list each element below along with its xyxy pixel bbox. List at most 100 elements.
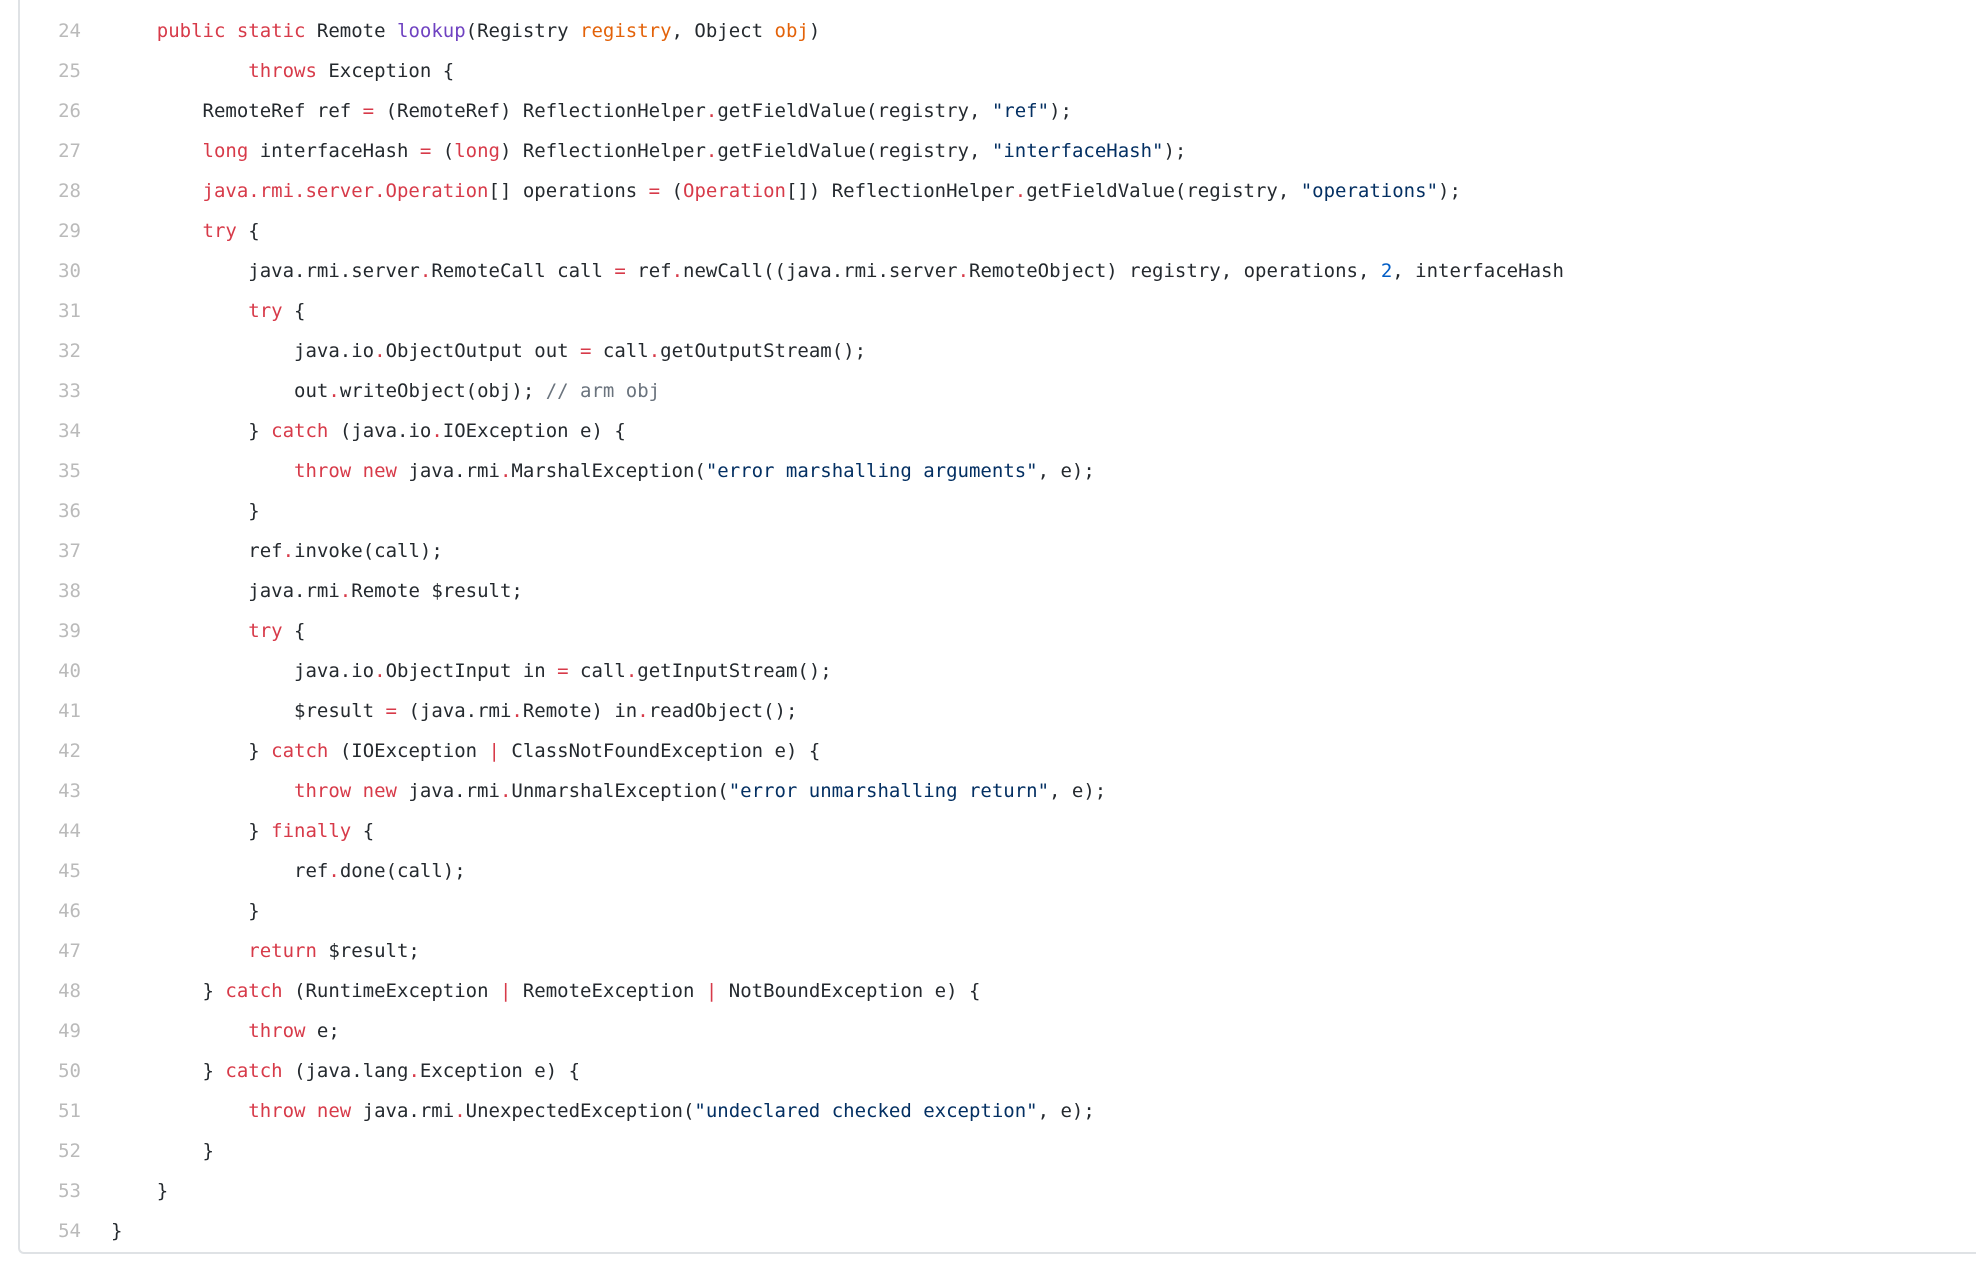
line-code: } catch (IOException | ClassNotFoundExce… [111,731,820,771]
line-number[interactable]: 45 [58,860,81,882]
code-viewer: 24 public static Remote lookup(Registry … [18,0,1976,1254]
line-number[interactable]: 30 [58,260,81,282]
line-code: RemoteRef ref = (RemoteRef) ReflectionHe… [111,91,1072,131]
line-code: } catch (java.io.IOException e) { [111,411,626,451]
code-token: newCall((java.rmi.server [683,260,958,282]
line-number[interactable]: 37 [58,540,81,562]
line-code: throw new java.rmi.UnmarshalException("e… [111,771,1106,811]
code-token: RemoteObject) registry, operations, [969,260,1381,282]
line-number[interactable]: 27 [58,140,81,162]
line-code: throws Exception { [111,51,454,91]
keyword-token: try [248,620,283,642]
line-code: $result = (java.rmi.Remote) in.readObjec… [111,691,797,731]
line-number[interactable]: 42 [58,740,81,762]
keyword-token: throw new [294,460,397,482]
code-token: java.io [294,660,375,682]
line-number[interactable]: 34 [58,420,81,442]
operator-token: . [637,700,649,722]
line-number[interactable]: 32 [58,340,81,362]
code-token: } [202,1140,214,1162]
code-token: ) [808,20,821,42]
code-token: out [294,380,329,402]
code-line: 43 throw new java.rmi.UnmarshalException… [20,771,1564,811]
line-code: ref.done(call); [111,851,466,891]
code-line: 35 throw new java.rmi.MarshalException("… [20,451,1564,491]
line-number[interactable]: 26 [58,100,81,122]
line-number[interactable]: 25 [58,60,81,82]
code-token: } [202,1060,226,1082]
line-number[interactable]: 49 [58,1020,81,1042]
keyword-token: catch [271,420,329,442]
code-line: 42 } catch (IOException | ClassNotFoundE… [20,731,1564,771]
line-code: } [111,1171,168,1211]
line-number[interactable]: 35 [58,460,81,482]
keyword-token: Operation [683,180,786,202]
code-token: java.rmi.server [248,260,420,282]
line-number[interactable]: 36 [58,500,81,522]
code-token: } [156,1180,169,1202]
operator-token: . [431,420,443,442]
code-token: UnexpectedException( [465,1100,695,1122]
keyword-token: java.rmi.server.Operation [202,180,489,202]
operator-token: . [625,660,638,682]
line-number[interactable]: 24 [58,20,81,42]
code-token: []) ReflectionHelper [785,180,1015,202]
code-token: Remote) in [522,700,638,722]
line-number[interactable]: 52 [58,1140,81,1162]
line-number[interactable]: 50 [58,1060,81,1082]
line-number[interactable]: 53 [58,1180,81,1202]
line-number[interactable]: 40 [58,660,81,682]
code-line: 39 try { [20,611,1564,651]
code-token: UnmarshalException( [511,780,729,802]
code-token: NotBoundException e) { [717,980,981,1002]
code-token: (RuntimeException [282,980,500,1002]
operator-token: = [580,340,592,362]
line-number[interactable]: 47 [58,940,81,962]
line-number[interactable]: 41 [58,700,81,722]
code-token: { [351,820,375,842]
line-number[interactable]: 38 [58,580,81,602]
operator-token: . [374,660,386,682]
code-line: 30 java.rmi.server.RemoteCall call = ref… [20,251,1564,291]
line-number[interactable]: 48 [58,980,81,1002]
keyword-token: try [248,300,283,322]
line-number[interactable]: 31 [58,300,81,322]
line-number[interactable]: 46 [58,900,81,922]
string-token: "error unmarshalling return" [728,780,1050,802]
keyword-token: catch [271,740,329,762]
code-token: , Object [671,20,775,42]
line-code: } catch (RuntimeException | RemoteExcept… [111,971,981,1011]
line-number[interactable]: 44 [58,820,81,842]
code-token: Remote $result; [351,580,523,602]
operator-token: . [499,460,512,482]
code-token: invoke(call); [294,540,443,562]
line-code: java.rmi.server.Operation[] operations =… [111,171,1461,211]
code-line: 48 } catch (RuntimeException | RemoteExc… [20,971,1564,1011]
line-number[interactable]: 28 [58,180,81,202]
line-number[interactable]: 29 [58,220,81,242]
operator-token: . [705,140,718,162]
operator-token: . [671,260,684,282]
param-token: obj [774,20,809,42]
code-token: java.rmi [351,1100,455,1122]
code-line: 36 } [20,491,1564,531]
line-code: return $result; [111,931,420,971]
code-token: ); [1049,100,1072,122]
code-token: , e); [1037,1100,1095,1122]
operator-token: | [499,980,512,1002]
code-line: 52 } [20,1131,1564,1171]
line-number[interactable]: 39 [58,620,81,642]
keyword-token: throws [248,60,317,82]
code-line: 47 return $result; [20,931,1564,971]
line-number[interactable]: 51 [58,1100,81,1122]
code-line: 27 long interfaceHash = (long) Reflectio… [20,131,1564,171]
line-number[interactable]: 33 [58,380,81,402]
code-token: } [248,420,272,442]
line-number[interactable]: 54 [58,1220,81,1242]
operator-token: . [419,260,432,282]
code-token: , interfaceHash [1392,260,1564,282]
string-token: "ref" [991,100,1050,122]
code-token: MarshalException( [511,460,706,482]
code-token: call [568,660,626,682]
line-number[interactable]: 43 [58,780,81,802]
